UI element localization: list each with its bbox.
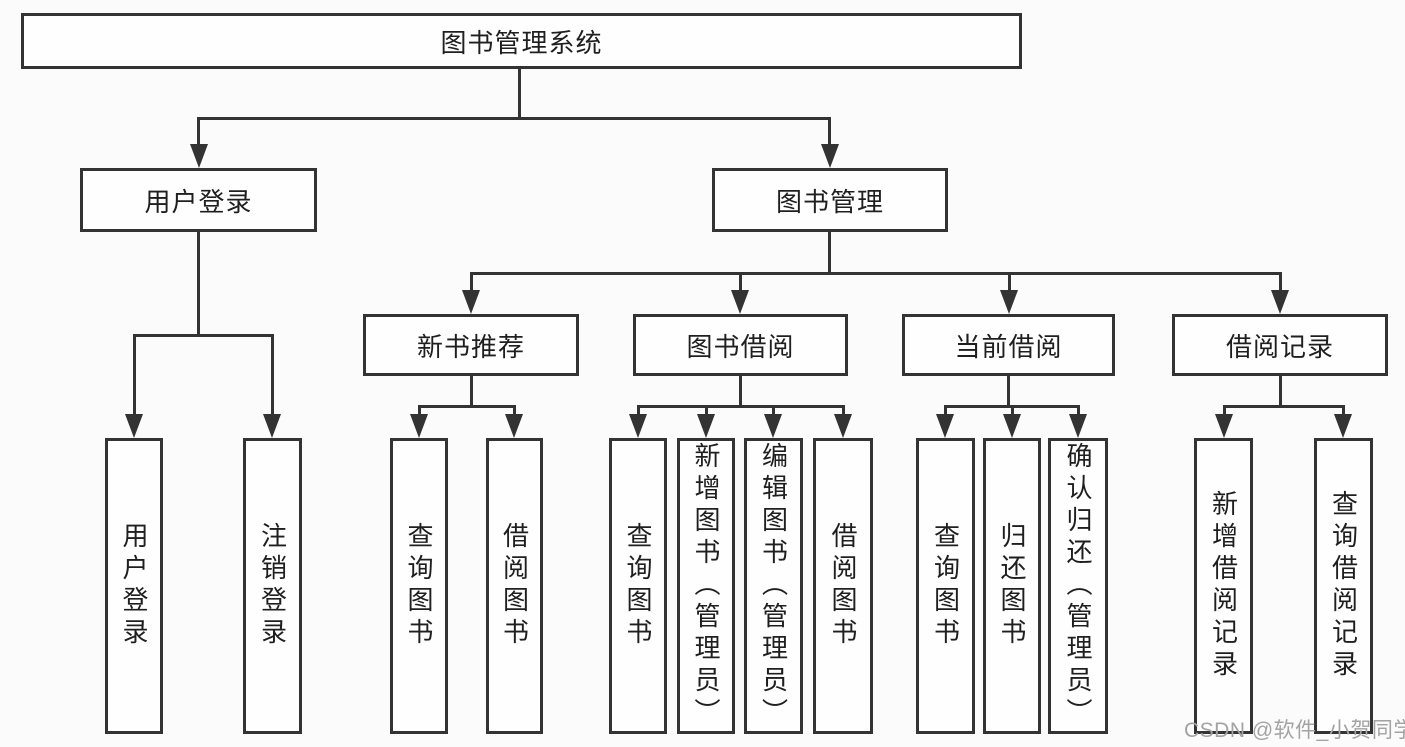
- node-confirm-return-admin: 确认归还（管理员）: [1048, 438, 1108, 734]
- node-book-management: 图书管理: [712, 168, 948, 232]
- node-root-label: 图书管理系统: [440, 27, 603, 58]
- connector-line: [513, 405, 516, 417]
- arrow-down-icon: [263, 414, 281, 438]
- connector-line: [772, 405, 775, 417]
- node-current-query-books-label: 查询图书: [930, 522, 961, 650]
- connector-line: [133, 334, 136, 418]
- connector-line: [739, 272, 742, 292]
- node-user-login-group-label: 用户登录: [144, 186, 253, 217]
- node-new-book-recommend: 新书推荐: [363, 314, 579, 376]
- node-query-borrow-record-label: 查询借阅记录: [1328, 490, 1359, 682]
- connector-line: [197, 232, 200, 336]
- connector-line: [518, 69, 521, 119]
- node-query-borrow-record: 查询借阅记录: [1314, 438, 1373, 734]
- arrow-down-icon: [190, 144, 208, 168]
- node-book-management-label: 图书管理: [775, 186, 884, 217]
- watermark: CSDN @软件_小贺同学: [1184, 719, 1405, 742]
- node-root: 图书管理系统: [21, 13, 1022, 69]
- connector-line: [705, 405, 708, 417]
- connector-line: [470, 272, 473, 292]
- node-edit-books-admin-label: 编辑图书（管理员）: [758, 442, 789, 730]
- connector-line: [1279, 272, 1282, 292]
- arrow-down-icon: [410, 414, 428, 438]
- node-borrow-borrow-books: 借阅图书: [813, 438, 873, 734]
- node-add-books-admin-label: 新增图书（管理员）: [691, 442, 721, 730]
- connector-line: [1342, 405, 1345, 417]
- node-add-books-admin: 新增图书（管理员）: [677, 438, 735, 734]
- node-return-books: 归还图书: [983, 438, 1041, 734]
- arrow-down-icon: [1334, 414, 1352, 438]
- arrow-down-icon: [1069, 414, 1087, 438]
- connector-line: [1007, 376, 1010, 407]
- arrow-down-icon: [936, 414, 954, 438]
- connector-line: [1223, 405, 1345, 408]
- connector-line: [828, 232, 831, 274]
- connector-line: [418, 405, 516, 408]
- node-add-borrow-record: 新增借阅记录: [1194, 438, 1253, 734]
- node-borrow-record: 借阅记录: [1172, 314, 1388, 376]
- connector-line: [1011, 405, 1014, 417]
- node-return-books-label: 归还图书: [997, 522, 1027, 650]
- arrow-down-icon: [731, 290, 749, 314]
- connector-line: [1223, 405, 1226, 417]
- arrow-down-icon: [629, 414, 647, 438]
- connector-line: [470, 272, 1282, 275]
- connector-line: [271, 334, 274, 418]
- connector-line: [133, 334, 274, 337]
- node-book-borrow-label: 图书借阅: [686, 331, 795, 362]
- node-borrow-borrow-books-label: 借阅图书: [828, 522, 858, 650]
- node-current-borrow: 当前借阅: [902, 314, 1115, 376]
- node-current-borrow-label: 当前借阅: [954, 331, 1063, 362]
- arrow-down-icon: [1000, 290, 1018, 314]
- connector-line: [637, 405, 845, 408]
- node-recommend-query-books: 查询图书: [390, 438, 448, 734]
- node-new-book-recommend-label: 新书推荐: [416, 331, 525, 362]
- node-user-login-label: 用户登录: [119, 522, 149, 650]
- node-recommend-query-books-label: 查询图书: [404, 522, 434, 650]
- node-user-login: 用户登录: [105, 438, 163, 734]
- arrow-down-icon: [462, 290, 480, 314]
- connector-line: [197, 117, 200, 147]
- node-borrow-record-label: 借阅记录: [1225, 331, 1334, 362]
- node-add-borrow-record-label: 新增借阅记录: [1208, 490, 1239, 682]
- node-confirm-return-admin-label: 确认归还（管理员）: [1063, 442, 1093, 730]
- node-logout-label: 注销登录: [257, 522, 288, 650]
- arrow-down-icon: [505, 414, 523, 438]
- node-borrow-query-books: 查询图书: [609, 438, 667, 734]
- node-user-login-group: 用户登录: [80, 168, 317, 232]
- node-recommend-borrow-books: 借阅图书: [486, 438, 543, 734]
- node-current-query-books: 查询图书: [916, 438, 975, 734]
- connector-line: [842, 405, 845, 417]
- node-recommend-borrow-books-label: 借阅图书: [499, 522, 530, 650]
- arrow-down-icon: [764, 414, 782, 438]
- connector-line: [470, 376, 473, 407]
- connector-line: [944, 405, 947, 417]
- node-logout: 注销登录: [243, 438, 302, 734]
- connector-line: [637, 405, 640, 417]
- connector-line: [1077, 405, 1080, 417]
- arrow-down-icon: [697, 414, 715, 438]
- node-edit-books-admin: 编辑图书（管理员）: [744, 438, 803, 734]
- arrow-down-icon: [1271, 290, 1289, 314]
- connector-line: [739, 376, 742, 407]
- connector-line: [197, 117, 831, 120]
- connector-line: [418, 405, 421, 417]
- connector-line: [1279, 376, 1282, 407]
- arrow-down-icon: [1003, 414, 1021, 438]
- connector-line: [828, 117, 831, 147]
- arrow-down-icon: [821, 144, 839, 168]
- node-borrow-query-books-label: 查询图书: [623, 522, 653, 650]
- arrow-down-icon: [834, 414, 852, 438]
- connector-line: [1008, 272, 1011, 292]
- node-book-borrow: 图书借阅: [633, 314, 848, 376]
- arrow-down-icon: [1215, 414, 1233, 438]
- arrow-down-icon: [125, 414, 143, 438]
